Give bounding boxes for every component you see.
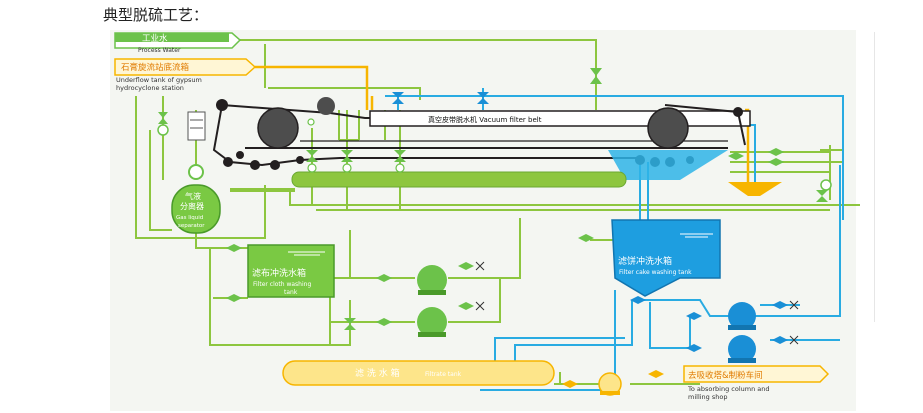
cake-tank-label: 滤饼冲洗水箱 xyxy=(618,255,672,267)
separator-label-2: 分离器 xyxy=(180,201,204,211)
absorber-label: 去吸收塔&制粉车间 xyxy=(688,370,763,381)
underflow-sublabel-2: hydrocyclone station xyxy=(116,84,184,92)
process-water-banner xyxy=(114,32,242,49)
filtrate-pump xyxy=(598,372,622,396)
underflow-sublabel-1: Underflow tank of gypsum xyxy=(116,76,202,84)
separator-label-3: Gas liquid xyxy=(176,215,203,221)
separator-label-1: 气液 xyxy=(185,191,201,201)
process-water-sublabel: Process Water xyxy=(138,47,181,54)
vacuum-belt-label: 真空皮带脱水机 Vacuum filter belt xyxy=(428,115,542,124)
cloth-tank-sublabel-2: tank xyxy=(284,289,298,296)
gypsum-chute xyxy=(608,150,728,180)
divider xyxy=(874,32,875,322)
valve-icons xyxy=(158,68,832,388)
cloth-tank-label: 滤布冲洗水箱 xyxy=(252,267,306,279)
filtrate-tank-label: 滤 洗 水 箱 xyxy=(355,367,400,379)
green-pump-1 xyxy=(417,265,447,295)
separator-label-4: separator xyxy=(178,223,205,229)
gas-liquid-separator xyxy=(171,184,221,234)
absorber-sublabel-2: milling shop xyxy=(688,393,727,401)
cloth-tank-sublabel-1: Filter cloth washing xyxy=(253,281,311,288)
absorber-arrow xyxy=(683,365,830,383)
page-heading: 典型脱硫工艺： xyxy=(103,6,209,24)
process-water-label: 工业水 xyxy=(142,33,168,44)
yellow-pipes xyxy=(255,65,750,188)
cloth-washing-tank xyxy=(247,244,335,298)
blue-pump-2 xyxy=(728,335,756,363)
underflow-banner xyxy=(114,58,257,76)
cake-tank-sublabel: Filter cake washing tank xyxy=(619,269,692,276)
cake-washing-tank xyxy=(611,219,721,297)
filtrate-tank xyxy=(282,360,555,386)
gypsum-hopper-icon xyxy=(728,182,782,196)
filtrate-collector xyxy=(291,171,627,188)
green-pipes xyxy=(135,39,860,385)
underflow-label: 石膏旋流站底流箱 xyxy=(121,62,190,73)
absorber-sublabel-1: To absorbing column and xyxy=(687,385,770,393)
left-instruments xyxy=(157,111,206,180)
blue-pump-1 xyxy=(728,302,756,330)
green-pump-2 xyxy=(417,307,447,337)
vacuum-belt-filter xyxy=(212,97,751,170)
filtrate-tank-sublabel: Filtrate tank xyxy=(425,371,462,378)
